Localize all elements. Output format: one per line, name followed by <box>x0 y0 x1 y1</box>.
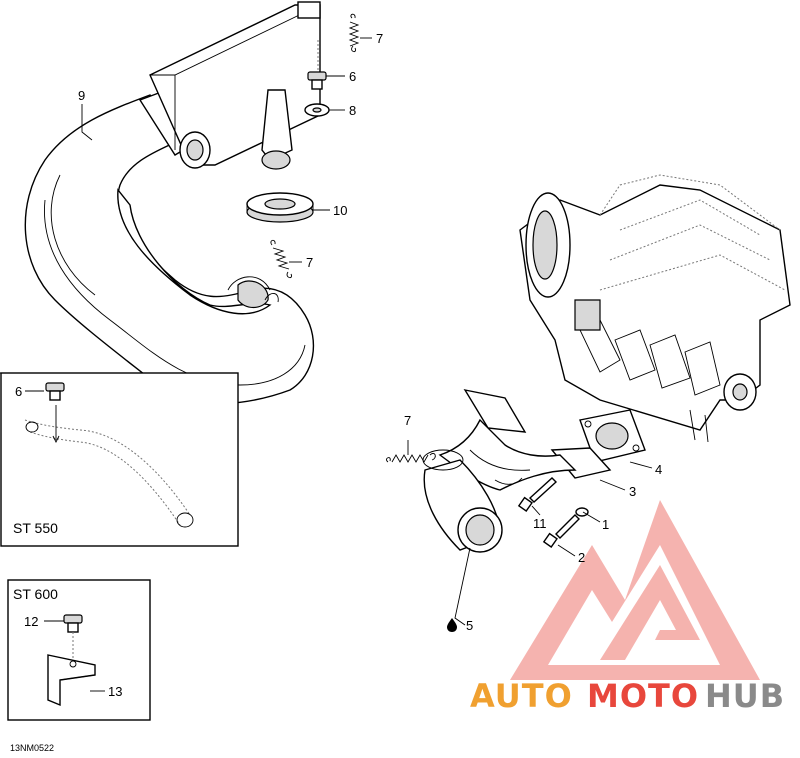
label-1: 1 <box>602 517 609 532</box>
engine-block <box>519 174 791 443</box>
label-7-manifold: 7 <box>404 413 411 428</box>
leader-lines <box>25 37 653 692</box>
label-6-top: 6 <box>349 69 356 84</box>
label-11: 11 <box>533 516 547 531</box>
screw-part-2 <box>542 514 580 548</box>
spring-top-part-7 <box>348 13 360 53</box>
gasket-part-4 <box>579 409 646 463</box>
label-13: 13 <box>108 684 122 699</box>
logo-g-shape <box>600 565 700 660</box>
label-2: 2 <box>578 550 585 565</box>
lubricant-drop-icon <box>447 618 457 632</box>
watermark-logo <box>510 500 760 680</box>
logo-triangle-inner <box>548 545 720 665</box>
label-4: 4 <box>655 462 662 477</box>
label-5: 5 <box>466 618 473 633</box>
spring-mid-part-7 <box>270 239 293 279</box>
grommet-part-10 <box>246 192 314 223</box>
st600-detail-box <box>7 579 151 721</box>
drawing-code: 13NM0522 <box>10 743 54 753</box>
label-3: 3 <box>629 484 636 499</box>
st600-label: ST 600 <box>13 586 58 602</box>
exhaust-manifold-part-3 <box>422 389 612 553</box>
muffler <box>149 1 321 170</box>
watermark-moto: MOTO <box>587 677 699 715</box>
st550-label: ST 550 <box>13 520 58 536</box>
bolt-top-part-6 <box>307 71 327 90</box>
label-6-box: 6 <box>15 384 22 399</box>
label-8: 8 <box>349 103 356 118</box>
label-9: 9 <box>78 88 85 103</box>
bolt-part-11 <box>517 477 558 512</box>
spring-manifold-part-7 <box>386 452 436 463</box>
label-7-mid: 7 <box>306 255 313 270</box>
label-10: 10 <box>333 203 347 218</box>
watermark-hub: HUB <box>705 677 785 715</box>
washer-part-8 <box>304 103 330 117</box>
watermark-auto: AUTO <box>470 677 573 715</box>
st550-detail-box <box>0 372 239 547</box>
watermark-text: AUTO MOTO HUB <box>470 677 785 715</box>
label-7-top: 7 <box>376 31 383 46</box>
washer-part-1 <box>575 507 589 517</box>
label-12: 12 <box>24 614 38 629</box>
